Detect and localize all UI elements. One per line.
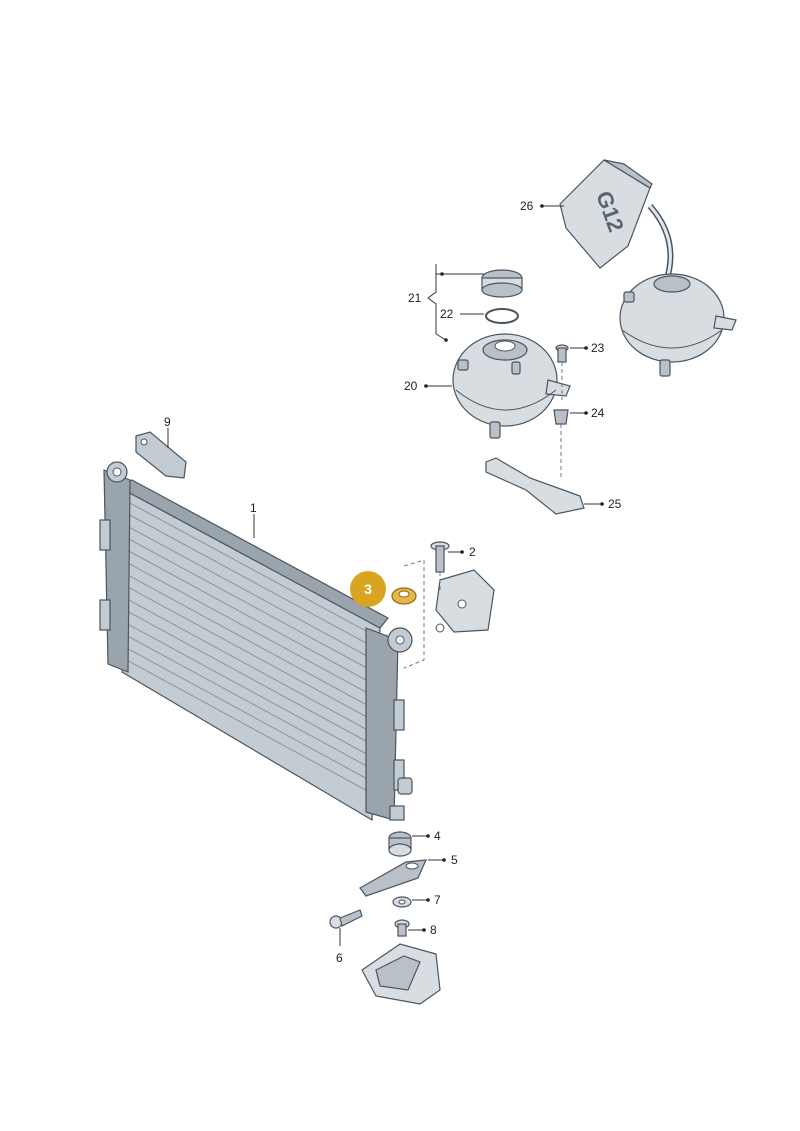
svg-text:26: 26 (520, 199, 534, 213)
radiator[interactable] (99, 461, 413, 822)
svg-text:25: 25 (608, 497, 622, 511)
expansion-tank[interactable] (452, 333, 571, 439)
lower-body-piece (361, 943, 441, 1005)
lower-rubber-mount[interactable] (388, 831, 412, 857)
svg-text:22: 22 (440, 307, 454, 321)
callout-7[interactable]: 7 (412, 893, 441, 907)
svg-text:20: 20 (404, 379, 418, 393)
callout-24[interactable]: 24 (570, 406, 605, 420)
svg-text:4: 4 (434, 829, 441, 843)
svg-text:1: 1 (250, 501, 257, 515)
svg-text:23: 23 (591, 341, 605, 355)
bolt[interactable] (329, 909, 363, 929)
filler-cap[interactable] (481, 269, 523, 298)
coolant-bottle[interactable]: G12 (559, 159, 674, 283)
callout-21[interactable]: 21 (408, 264, 484, 342)
callout-23[interactable]: 23 (570, 341, 605, 355)
clip[interactable] (553, 409, 569, 425)
expansion-tank-refill[interactable] (619, 273, 737, 377)
callout-5[interactable]: 5 (428, 853, 458, 867)
callout-25[interactable]: 25 (584, 497, 622, 511)
nut[interactable] (394, 919, 410, 937)
o-ring-seal[interactable] (485, 308, 519, 324)
svg-text:21: 21 (408, 291, 422, 305)
svg-text:2: 2 (469, 545, 476, 559)
svg-text:5: 5 (451, 853, 458, 867)
callout-4[interactable]: 4 (412, 829, 441, 843)
callout-20[interactable]: 20 (404, 379, 452, 393)
washer[interactable] (392, 896, 412, 908)
svg-text:24: 24 (591, 406, 605, 420)
svg-text:7: 7 (434, 893, 441, 907)
upper-bracket[interactable] (135, 431, 187, 479)
callout-9[interactable]: 9 (164, 415, 171, 448)
callout-1[interactable]: 1 (250, 501, 257, 538)
callout-3-highlight[interactable]: 3 (350, 571, 386, 607)
callout-2[interactable]: 2 (448, 545, 476, 559)
svg-text:8: 8 (430, 923, 437, 937)
callout-26[interactable]: 26 (520, 199, 564, 213)
callout-6[interactable]: 6 (336, 928, 343, 965)
svg-text:9: 9 (164, 415, 171, 429)
tank-bracket[interactable] (485, 457, 585, 515)
assembly-bracket-lines (403, 559, 425, 669)
tank-screw[interactable] (555, 344, 569, 363)
svg-text:3: 3 (364, 581, 372, 597)
callout-8[interactable]: 8 (408, 923, 437, 937)
svg-text:6: 6 (336, 951, 343, 965)
body-mount-bracket (435, 569, 495, 633)
rubber-mount[interactable] (391, 587, 417, 605)
lower-bracket[interactable] (359, 859, 427, 897)
callout-22[interactable]: 22 (440, 307, 484, 321)
screw[interactable] (430, 541, 450, 573)
radiator-fins (122, 501, 380, 795)
